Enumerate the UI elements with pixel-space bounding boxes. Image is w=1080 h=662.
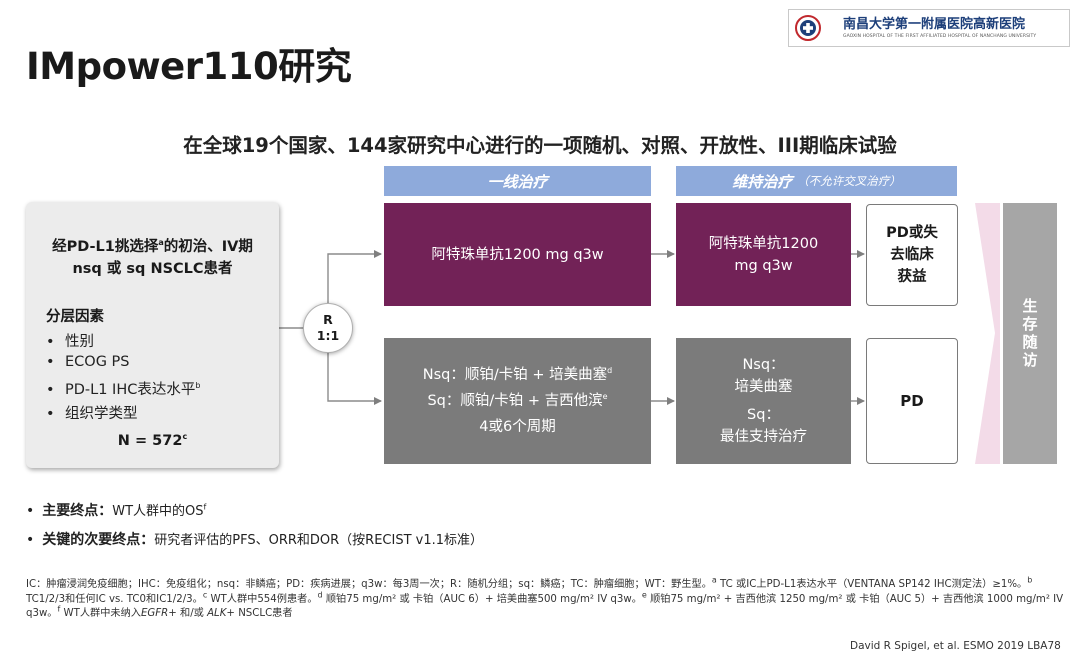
secondary-endpoints: •关键的次要终点：研究者评估的PFS、ORR和DOR（按RECIST v1.1标… — [26, 532, 484, 548]
phase-maintenance-note: （不允许交叉治疗） — [797, 174, 901, 188]
stratification-factor: •PD-L1 IHC表达水平b — [46, 381, 201, 398]
slide-title: IMpower110研究 — [26, 45, 352, 88]
study-design-subtitle: 在全球19个国家、144家研究中心进行的一项随机、对照、开放性、III期临床试验 — [183, 134, 897, 157]
hospital-name-cn: 南昌大学第一附属医院高新医院 — [843, 17, 1026, 32]
hospital-name-en: GAOXIN HOSPITAL OF THE FIRST AFFILIATED … — [843, 34, 1037, 39]
arm-b-maintenance-box: Nsq： 培美曲塞 Sq： 最佳支持治疗 — [676, 338, 851, 464]
stratification-heading: 分层因素 — [46, 309, 104, 325]
stratification-factor: •ECOG PS — [46, 354, 130, 370]
arrow-to-arm-a — [327, 250, 382, 303]
arrow-to-arm-b — [327, 353, 382, 405]
phase-maintenance-label: 维持治疗 — [732, 172, 793, 191]
sample-size: N = 572c — [117, 432, 188, 449]
arm-b-induction-nsq: Nsq：顺铂/卡铂 + 培美曲塞d — [422, 366, 613, 383]
arm-b-induction-sq: Sq：顺铂/卡铂 + 吉西他滨e — [427, 392, 608, 409]
inclusion-line-2: nsq 或 sq NSCLC患者 — [72, 261, 233, 277]
arm-b-induction-cycles: 4或6个周期 — [479, 419, 556, 435]
primary-endpoint: •主要终点：WT人群中的OSf — [26, 502, 207, 519]
stratification-factor: •性别 — [46, 334, 94, 350]
phase-header-maintenance: 维持治疗 （不允许交叉治疗） — [676, 166, 957, 196]
hospital-seal-icon — [795, 15, 821, 41]
inclusion-criteria-panel: 经PD-L1挑选择a的初治、IV期 nsq 或 sq NSCLC患者 分层因素 … — [26, 202, 279, 468]
arm-a-induction-box: 阿特珠单抗1200 mg q3w — [384, 203, 651, 306]
randomization-ratio: 1:1 — [316, 328, 340, 343]
phase-induction-label: 一线治疗 — [487, 172, 548, 191]
stratification-factor: •组织学类型 — [46, 406, 138, 422]
randomization-label: R — [323, 312, 333, 327]
arm-a-endpoint-box: PD或失 去临床 获益 — [866, 204, 958, 306]
follow-up-chevron — [975, 203, 1000, 464]
citation: David R Spigel, et al. ESMO 2019 LBA78 — [850, 640, 1061, 652]
arm-a-maintenance-box: 阿特珠单抗1200 mg q3w — [676, 203, 851, 306]
phase-header-induction: 一线治疗 — [384, 166, 651, 196]
hospital-name: 南昌大学第一附属医院高新医院 GAOXIN HOSPITAL OF THE FI… — [843, 17, 1036, 39]
survival-follow-up-bar: 生存随访 — [1003, 203, 1057, 464]
abbreviations-footnote: IC：肿瘤浸润免疫细胞；IHC：免疫组化；nsq：非鳞癌；PD：疾病进展；q3w… — [26, 575, 1064, 619]
arm-b-endpoint-box: PD — [866, 338, 958, 464]
arm-b-induction-box: Nsq：顺铂/卡铂 + 培美曲塞d Sq：顺铂/卡铂 + 吉西他滨e 4或6个周… — [384, 338, 651, 464]
inclusion-line-1: 经PD-L1挑选择a的初治、IV期 — [52, 238, 253, 255]
randomization-node: R 1:1 — [303, 303, 353, 353]
hospital-logo: 南昌大学第一附属医院高新医院 GAOXIN HOSPITAL OF THE FI… — [788, 9, 1070, 47]
